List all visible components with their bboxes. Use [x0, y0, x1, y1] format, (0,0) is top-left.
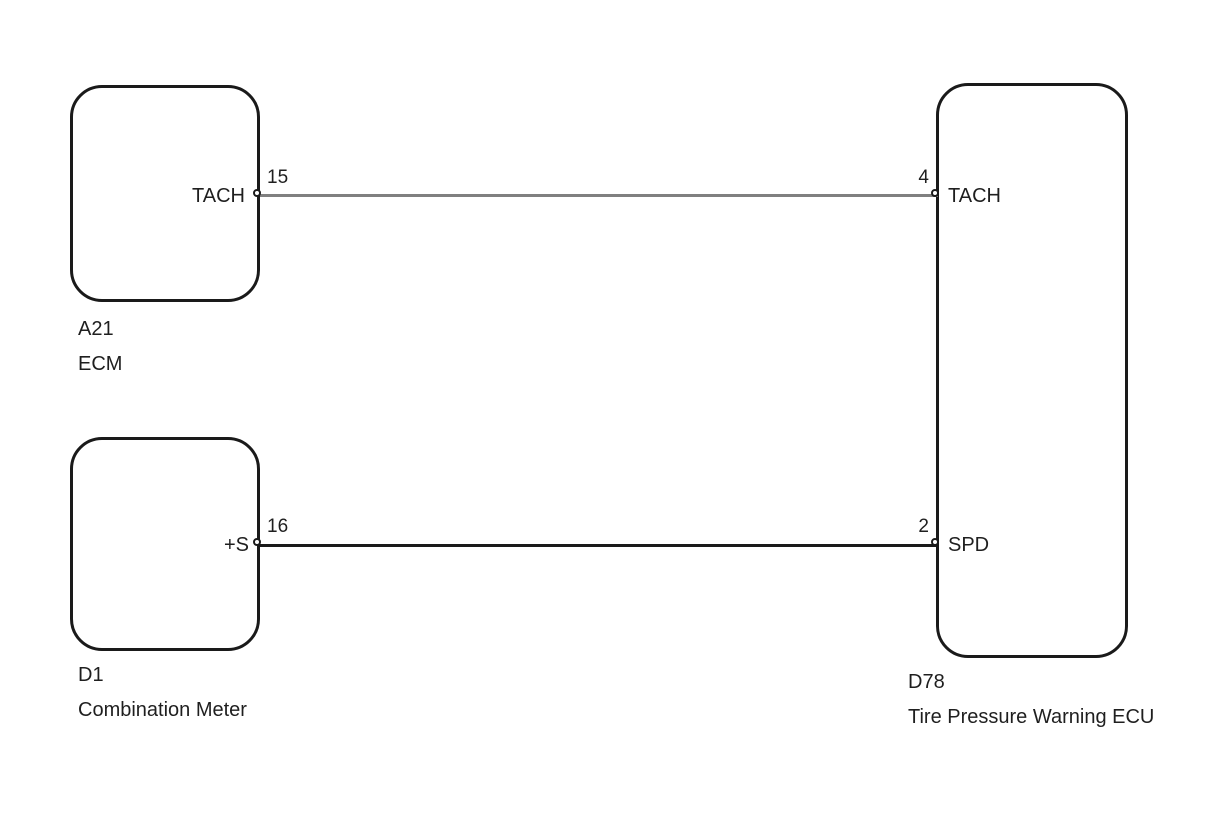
- tpws-pin1-label: TACH: [948, 185, 1001, 207]
- tire-pressure-warning-ecu-caption: D78 Tire Pressure Warning ECU: [908, 665, 1154, 735]
- meter-name: Combination Meter: [78, 699, 247, 721]
- spd-wire: [260, 544, 938, 547]
- combination-meter-caption: D1 Combination Meter: [78, 658, 247, 728]
- ecm-pin-label: TACH: [192, 185, 245, 207]
- ecm-pin-number: 15: [267, 167, 289, 188]
- tpws-pin2-number: 2: [918, 516, 929, 537]
- tpws-name: Tire Pressure Warning ECU: [908, 706, 1155, 728]
- tpws-pin-2-connector-icon: [931, 538, 939, 546]
- tire-pressure-warning-ecu-component-box: [936, 83, 1128, 658]
- tpws-pin2-label: SPD: [948, 534, 990, 556]
- tpws-code: D78: [908, 671, 945, 693]
- meter-code: D1: [78, 664, 104, 686]
- tpws-pin1-number: 4: [918, 167, 929, 188]
- tpws-pin-4-connector-icon: [931, 189, 939, 197]
- meter-pin-number: 16: [267, 516, 289, 537]
- combination-meter-component-box: [70, 437, 260, 651]
- ecm-name: ECM: [78, 353, 123, 375]
- ecm-component-box: [70, 85, 260, 302]
- meter-pin-16-connector-icon: [253, 538, 261, 546]
- ecm-caption: A21 ECM: [78, 312, 122, 382]
- ecm-code: A21: [78, 318, 114, 340]
- ecm-pin-15-connector-icon: [253, 189, 261, 197]
- tach-wire: [260, 194, 938, 197]
- meter-pin-label: +S: [223, 534, 249, 556]
